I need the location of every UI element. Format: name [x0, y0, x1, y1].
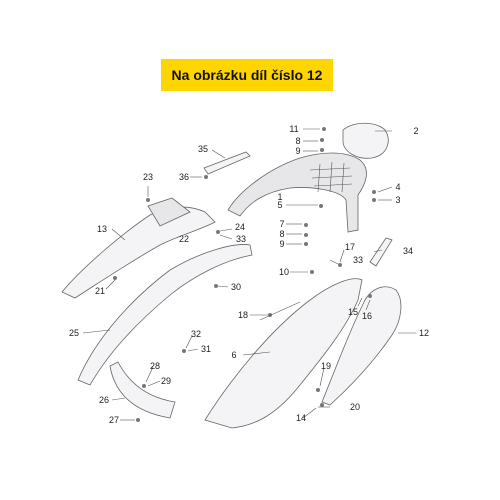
callout-5: 5	[277, 200, 282, 210]
fasteners	[113, 127, 376, 422]
callout-33: 33	[236, 234, 246, 244]
callout-30: 30	[231, 282, 241, 292]
highlight-banner: Na obrázku díl číslo 12	[161, 59, 333, 91]
rack-grid	[309, 161, 353, 193]
callout-31: 31	[201, 344, 211, 354]
callout-36: 36	[179, 172, 189, 182]
part-1-rear-rack	[227, 152, 367, 233]
callout-9: 9	[295, 146, 300, 156]
callout-27: 27	[109, 415, 119, 425]
part-25-left-fairing	[77, 244, 253, 386]
callout-16: 16	[362, 311, 372, 321]
callout-14: 14	[296, 413, 306, 423]
part-12-right-side-panel	[321, 286, 402, 406]
part-6-rear-body-panel	[204, 278, 363, 429]
callout-21: 21	[95, 286, 105, 296]
callout-9b: 9	[279, 239, 284, 249]
callout-18: 18	[238, 310, 248, 320]
callout-22: 22	[179, 234, 189, 244]
callout-15: 15	[348, 307, 358, 317]
callout-29: 29	[161, 376, 171, 386]
callout-8: 8	[295, 136, 300, 146]
callout-33b: 33	[353, 255, 363, 265]
callout-32: 32	[191, 329, 201, 339]
callout-34: 34	[403, 246, 413, 256]
callout-35: 35	[198, 144, 208, 154]
callout-2: 2	[413, 126, 418, 136]
callout-4: 4	[395, 182, 400, 192]
callout-12: 12	[419, 328, 429, 338]
part-35-trim-strip	[203, 151, 251, 175]
callout-28: 28	[150, 361, 160, 371]
callout-8b: 8	[279, 229, 284, 239]
callout-10: 10	[279, 267, 289, 277]
leader-lines	[82, 128, 416, 421]
callout-24: 24	[235, 222, 245, 232]
callout-17: 17	[345, 242, 355, 252]
callout-26: 26	[99, 395, 109, 405]
callout-labels: 11 8 9 2 4 3 1 5 7 8 9 10 35 36 23 24 22…	[69, 124, 429, 425]
callout-3: 3	[395, 195, 400, 205]
callout-20: 20	[350, 402, 360, 412]
part-2-seat-pad	[342, 122, 389, 159]
part-26-lower-spoiler	[109, 361, 176, 419]
callout-6: 6	[231, 350, 236, 360]
part-34-strip	[369, 237, 393, 267]
callout-25: 25	[69, 328, 79, 338]
part-13-left-side-panel	[61, 206, 216, 299]
callout-1: 1	[277, 192, 282, 202]
callout-11: 11	[289, 124, 298, 134]
part-23-bracket	[147, 197, 191, 227]
callout-19: 19	[321, 361, 331, 371]
callout-23: 23	[143, 172, 153, 182]
callout-13: 13	[97, 224, 107, 234]
callout-7: 7	[279, 219, 284, 229]
